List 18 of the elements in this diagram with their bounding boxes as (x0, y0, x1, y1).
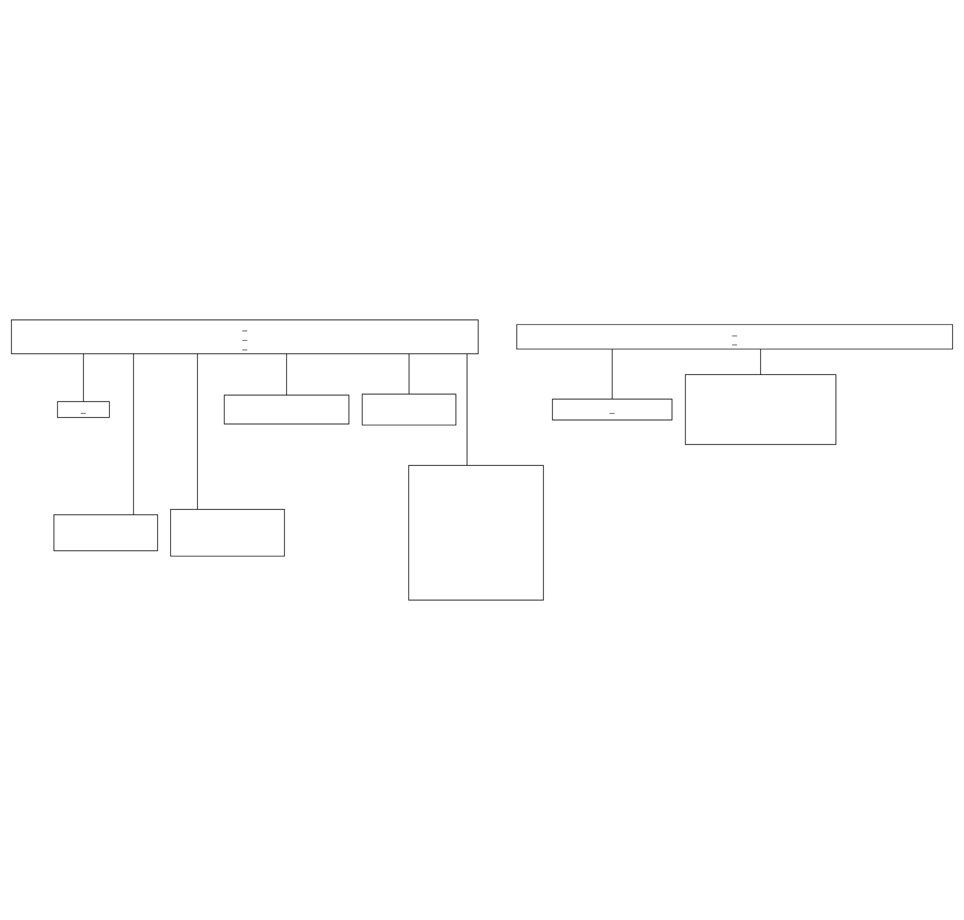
connector (133, 354, 134, 515)
connector (408, 354, 410, 394)
node-box (408, 465, 544, 600)
connector (760, 348, 761, 375)
connector (83, 354, 84, 402)
node-box: _ _ (516, 324, 953, 350)
node-box (54, 514, 158, 552)
node-box: _ _ _ (11, 320, 479, 354)
connector (612, 348, 613, 400)
node-box (684, 374, 836, 445)
node-box (224, 394, 350, 424)
node-box (362, 394, 456, 426)
connector (466, 354, 468, 466)
node-box: _ (57, 401, 110, 418)
node-box (170, 509, 285, 557)
node-box: _ (552, 398, 672, 420)
connector (197, 354, 198, 510)
connector (286, 354, 287, 396)
